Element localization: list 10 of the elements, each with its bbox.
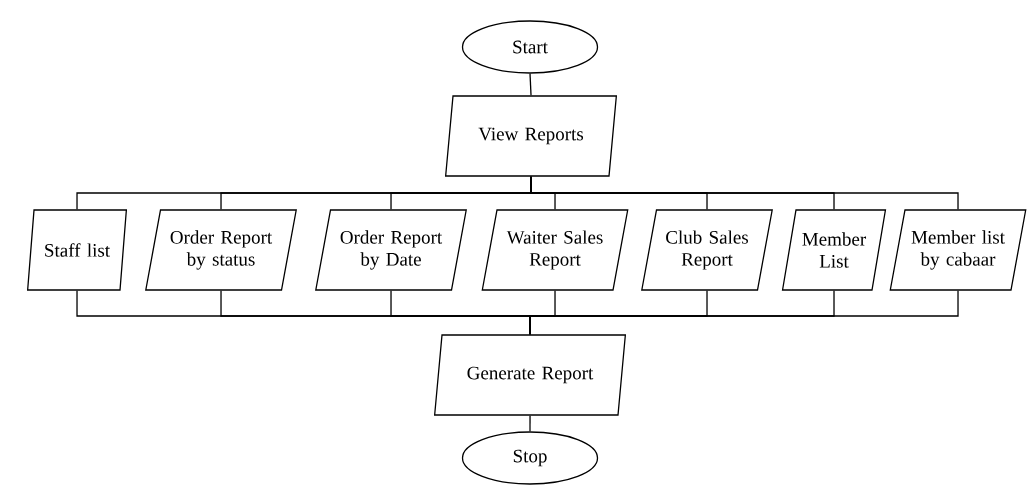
io-parallelogram: Order Report by status xyxy=(145,209,297,291)
io-parallelogram: Order Report by Date xyxy=(315,209,467,291)
connector-line xyxy=(530,176,959,210)
connector-line xyxy=(529,415,531,432)
io-parallelogram: Member list by cabaar xyxy=(889,209,1027,291)
io-parallelogram: Club Sales Report xyxy=(641,209,773,291)
io-parallelogram: Member List xyxy=(781,209,887,291)
connector-line xyxy=(529,73,532,96)
io-parallelogram: Waiter Sales Report xyxy=(481,209,629,291)
connector-line xyxy=(529,290,959,335)
